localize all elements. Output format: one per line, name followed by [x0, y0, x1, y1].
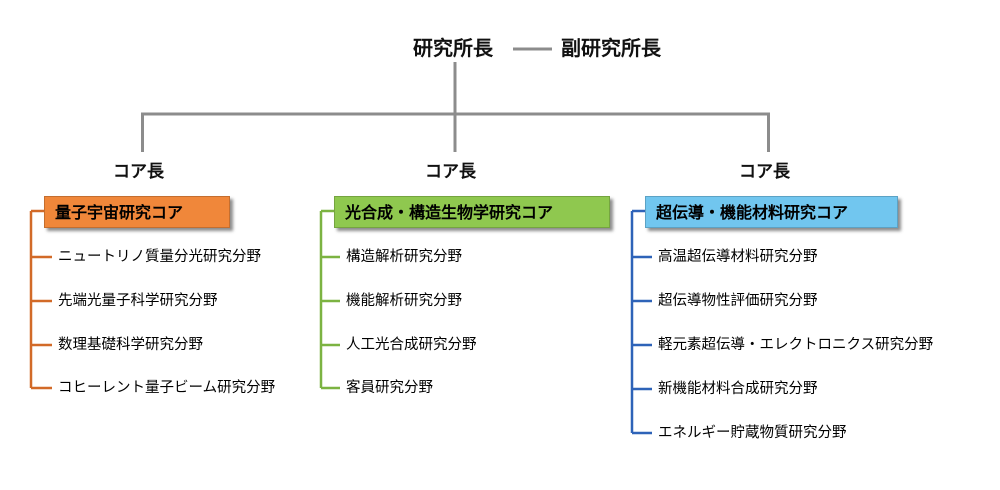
core3-field-1: 高温超伝導材料研究分野 — [658, 249, 818, 265]
core2-field-1: 構造解析研究分野 — [346, 249, 462, 265]
director-label: 研究所長 — [413, 36, 493, 60]
core2-leader-label: コア長 — [425, 162, 476, 182]
core1-field-3: 数理基礎科学研究分野 — [58, 337, 203, 353]
core2-box: 光合成・構造生物学研究コア — [334, 196, 610, 228]
core1-leader-label: コア長 — [113, 162, 164, 182]
core3-field-2: 超伝導物性評価研究分野 — [658, 293, 818, 309]
core2-field-3: 人工光合成研究分野 — [346, 337, 477, 353]
core1-box: 量子宇宙研究コア — [44, 196, 230, 228]
core3-leader-label: コア長 — [739, 162, 790, 182]
core3-box: 超伝導・機能材料研究コア — [645, 196, 898, 228]
core1-field-2: 先端光量子科学研究分野 — [58, 293, 218, 309]
core2-field-4: 客員研究分野 — [346, 380, 433, 396]
vice-director-label: 副研究所長 — [561, 36, 661, 60]
core3-field-4: 新機能材料合成研究分野 — [658, 381, 818, 397]
core1-field-4: コヒーレント量子ビーム研究分野 — [58, 380, 276, 396]
core2-field-2: 機能解析研究分野 — [346, 293, 462, 309]
core1-field-1: ニュートリノ質量分光研究分野 — [58, 249, 261, 265]
core3-field-3: 軽元素超伝導・エレクトロニクス研究分野 — [658, 337, 934, 353]
core3-field-5: エネルギー貯蔵物質研究分野 — [658, 425, 847, 441]
